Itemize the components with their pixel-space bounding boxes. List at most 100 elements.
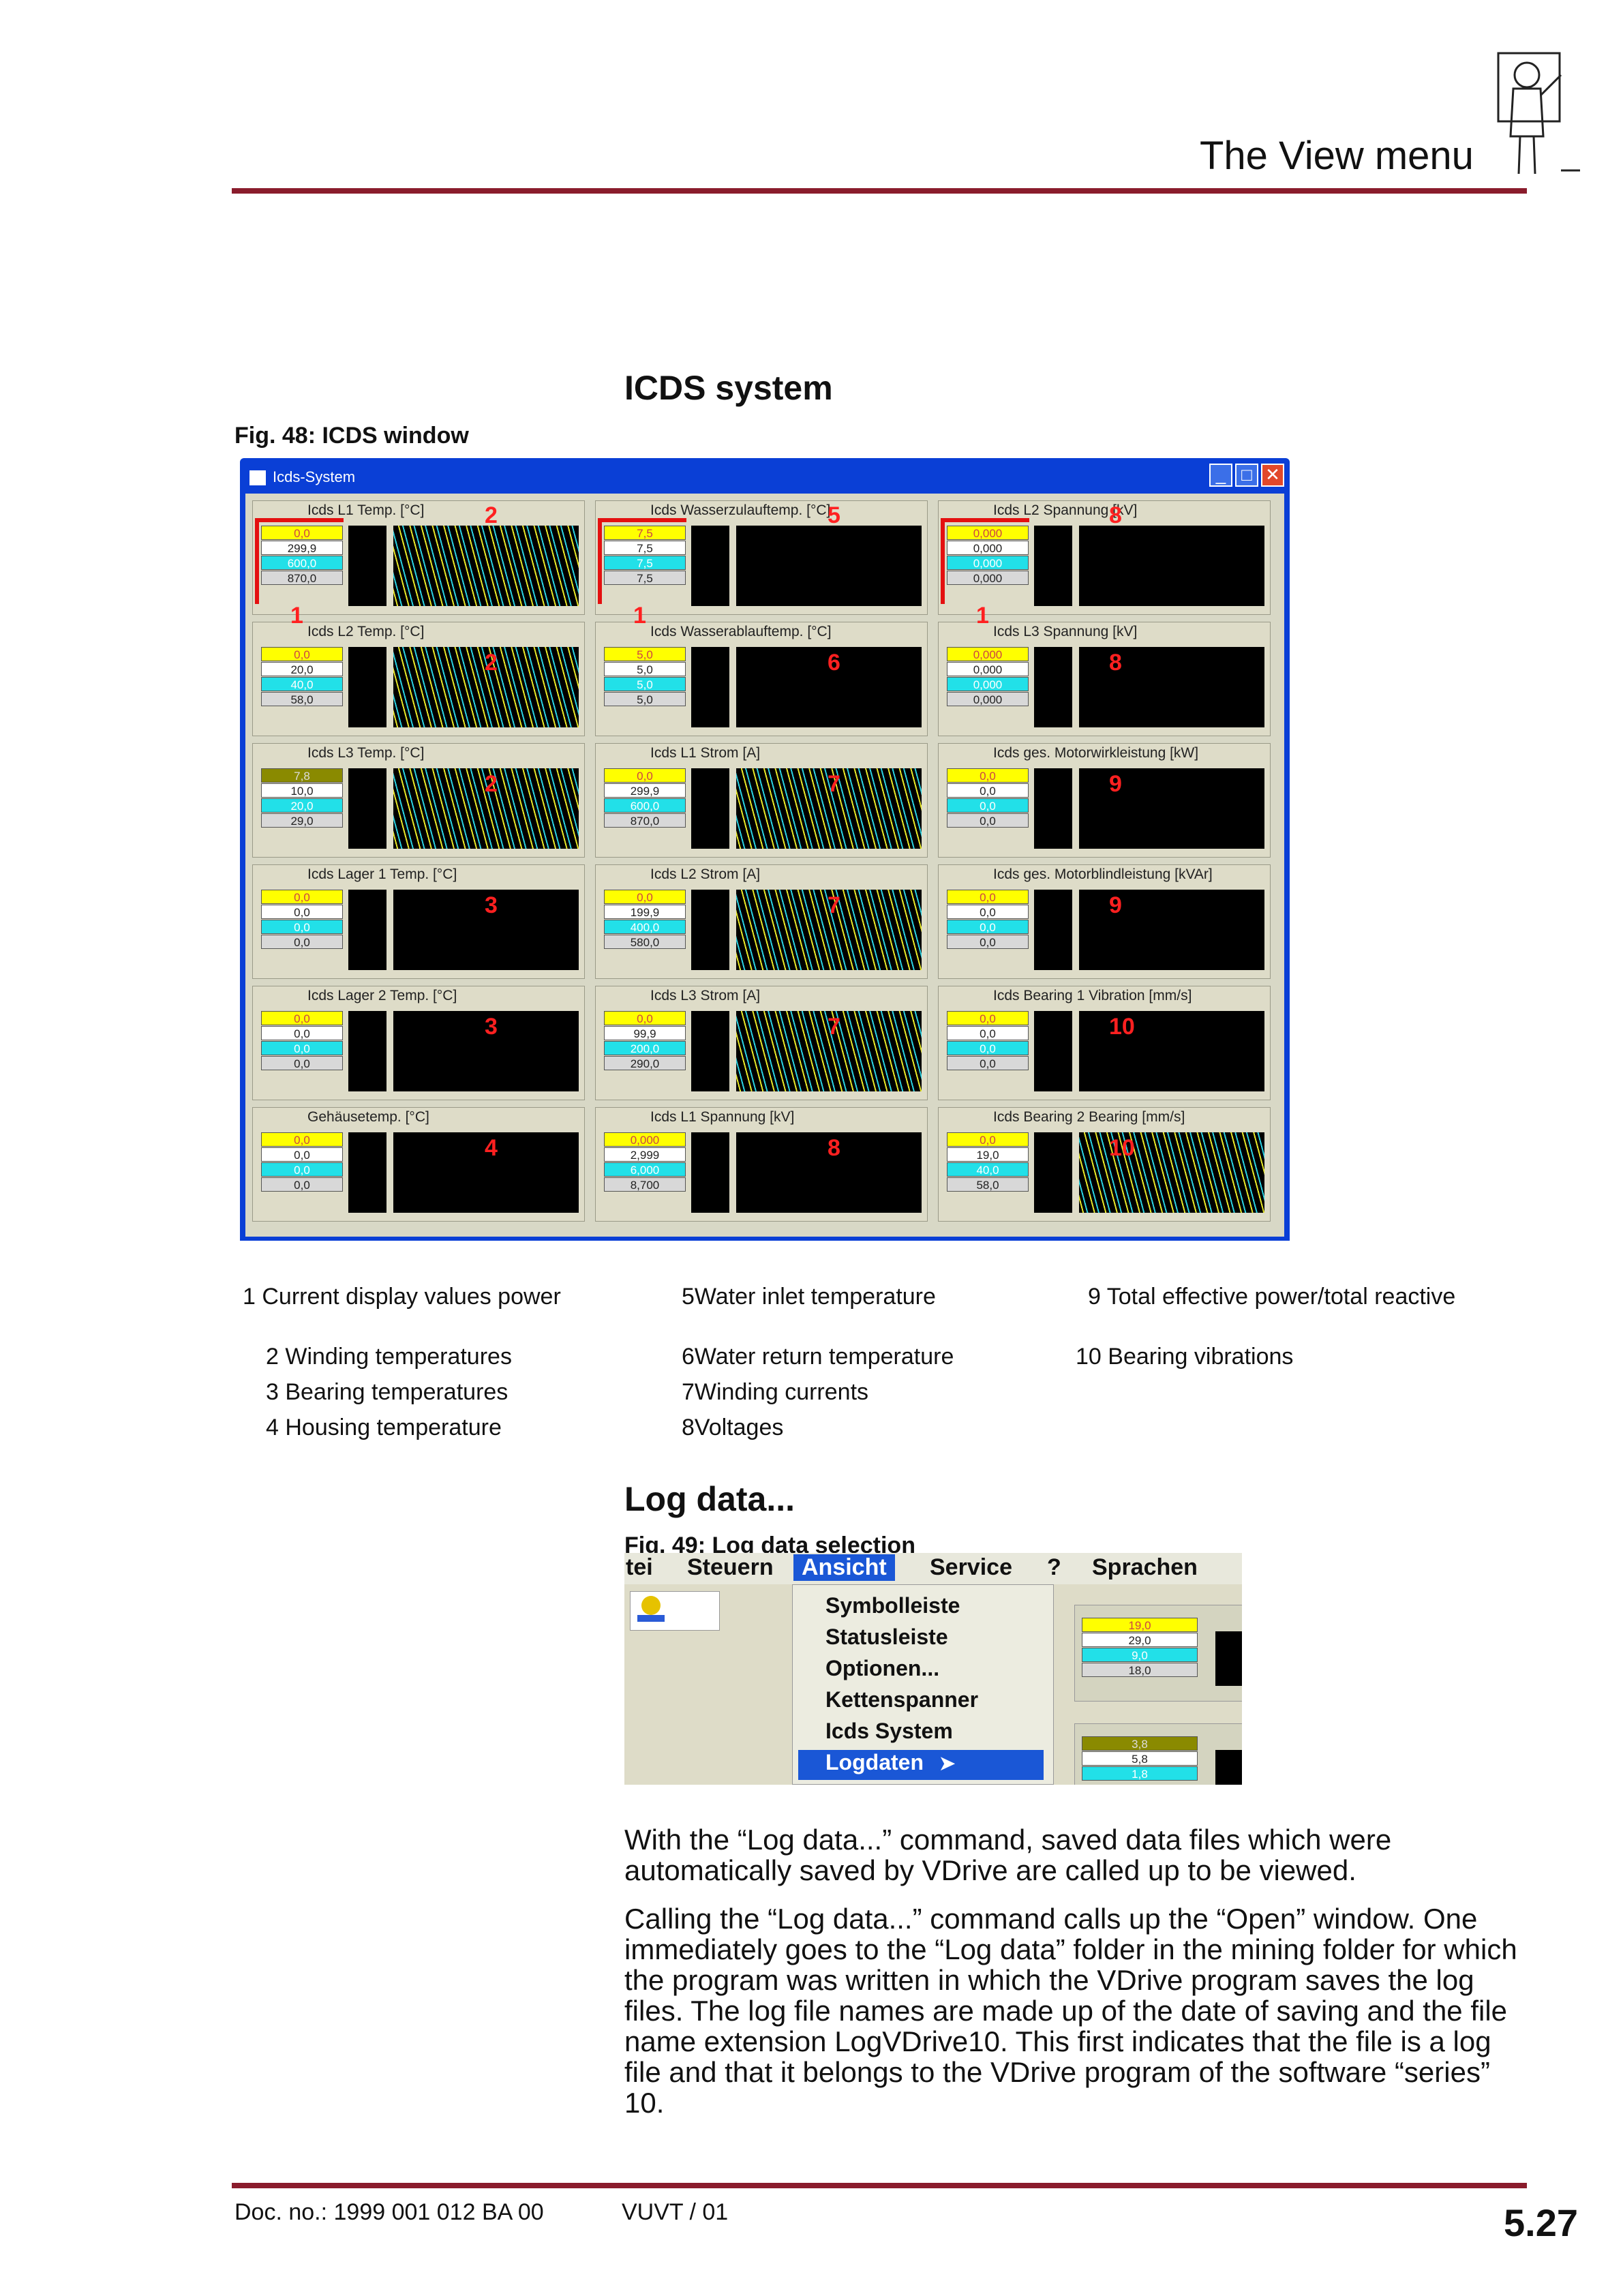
window-title: Icds-System (273, 468, 356, 485)
callout-number: 7 (828, 1014, 840, 1040)
footer-doc-no: Doc. no.: 1999 001 012 BA 00 (234, 2199, 544, 2225)
panel-trend-plot (393, 890, 579, 970)
side-a-v2: 29,0 (1082, 1633, 1198, 1647)
panel-value: 0,0 (261, 1026, 343, 1040)
callout-number: 4 (485, 1135, 498, 1161)
panel-value: 290,0 (604, 1056, 686, 1070)
panel-trend-plot (736, 526, 922, 606)
panel-value: 0,0 (261, 890, 343, 904)
panel-title: Icds Wasserablauftemp. [°C] (650, 624, 832, 639)
panel-title: Icds Bearing 1 Vibration [mm/s] (993, 988, 1192, 1003)
side-panel-a: 19,0 29,0 9,0 18,0 (1074, 1605, 1242, 1702)
window-controls: _ □ ✕ (1209, 464, 1284, 487)
panel-value: 400,0 (604, 920, 686, 934)
panel-title: Icds L1 Strom [A] (650, 745, 761, 761)
panel-value: 0,000 (947, 677, 1029, 691)
panel-trend-plot (736, 890, 922, 970)
panel-trend-plot (736, 1011, 922, 1091)
callout-bracket (941, 518, 1029, 604)
panel-value: 0,0 (947, 890, 1029, 904)
menu-item-logdaten[interactable]: Logdaten ➤ (798, 1750, 1044, 1780)
panel-value: 19,0 (947, 1147, 1029, 1162)
menu-item-optionen[interactable]: Optionen... (825, 1656, 940, 1680)
menu-item-kettenspanner[interactable]: Kettenspanner (825, 1687, 979, 1712)
legend-7: 7Winding currents (682, 1379, 869, 1405)
panel-bargraph (1034, 647, 1072, 727)
window-titlebar[interactable]: Icds-System (245, 462, 1281, 492)
panel-trend-plot (393, 526, 579, 606)
panel-value: 299,9 (604, 783, 686, 798)
panel-value: 99,9 (604, 1026, 686, 1040)
panel-title: Icds Lager 2 Temp. [°C] (307, 988, 457, 1003)
panel-trend-plot (1079, 1132, 1264, 1213)
side-b-v2: 5,8 (1082, 1751, 1198, 1766)
panel-value: 7,5 (604, 556, 686, 570)
panel-trend-plot (1079, 647, 1264, 727)
callout-number: 6 (828, 650, 840, 676)
legend-4: 4 Housing temperature (266, 1415, 502, 1440)
panel-bargraph (691, 890, 729, 970)
callout-number: 8 (828, 1135, 840, 1161)
panel-title: Icds Lager 1 Temp. [°C] (307, 866, 457, 882)
panel-trend-plot (393, 1132, 579, 1213)
panel-trend-plot (736, 768, 922, 849)
panel-bargraph (691, 1011, 729, 1091)
footer-page-number: 5.27 (1504, 2201, 1578, 2244)
menu-steuern[interactable]: Steuern (687, 1554, 774, 1580)
panel-bargraph (348, 1132, 386, 1213)
panel-title: Icds L2 Temp. [°C] (307, 624, 425, 639)
menu-help[interactable]: ? (1047, 1554, 1061, 1580)
menu-service[interactable]: Service (930, 1554, 1012, 1580)
close-button[interactable]: ✕ (1261, 464, 1284, 487)
panel-value: 0,000 (947, 571, 1029, 585)
menu-item-statusleiste[interactable]: Statusleiste (825, 1625, 948, 1649)
callout-number: 1 (976, 603, 989, 629)
minimize-button[interactable]: _ (1209, 464, 1232, 487)
footer-version: VUVT / 01 (622, 2199, 729, 2225)
panel-value: 8,700 (604, 1177, 686, 1192)
menu-sprachen[interactable]: Sprachen (1092, 1554, 1198, 1580)
panel-value: 0,0 (261, 1147, 343, 1162)
panel-value: 0,0 (261, 905, 343, 919)
panel-value: 200,0 (604, 1041, 686, 1055)
side-b-v3: 1,8 (1082, 1766, 1198, 1781)
panel-bargraph (691, 647, 729, 727)
panel-value: 5,0 (604, 662, 686, 676)
panel-value: 5,0 (604, 647, 686, 661)
panel-value: 0,0 (947, 935, 1029, 949)
panel-value: 0,0 (947, 1132, 1029, 1147)
panel-value: 58,0 (261, 692, 343, 706)
maximize-button[interactable]: □ (1235, 464, 1258, 487)
panel-bargraph (348, 1011, 386, 1091)
toolbar-logo-icon[interactable] (630, 1591, 720, 1631)
panel-value: 0,0 (947, 1026, 1029, 1040)
menu-ansicht[interactable]: Ansicht (793, 1554, 895, 1581)
menu-datei[interactable]: tei (626, 1554, 653, 1580)
panel-trend-plot (1079, 890, 1264, 970)
panel-bargraph (691, 526, 729, 606)
callout-number: 10 (1109, 1014, 1135, 1040)
panel-bargraph (348, 890, 386, 970)
panel-title: Icds ges. Motorwirkleistung [kW] (993, 745, 1199, 761)
panel-value: 20,0 (261, 798, 343, 813)
side-a-v1: 19,0 (1082, 1618, 1198, 1632)
menu-item-icds-system[interactable]: Icds System (825, 1719, 953, 1743)
callout-bracket (598, 518, 686, 604)
panel-value: 0,0 (947, 783, 1029, 798)
panel-title: Icds Wasserzulauftemp. [°C] (650, 502, 831, 518)
menu-item-symbolleiste[interactable]: Symbolleiste (825, 1593, 960, 1618)
